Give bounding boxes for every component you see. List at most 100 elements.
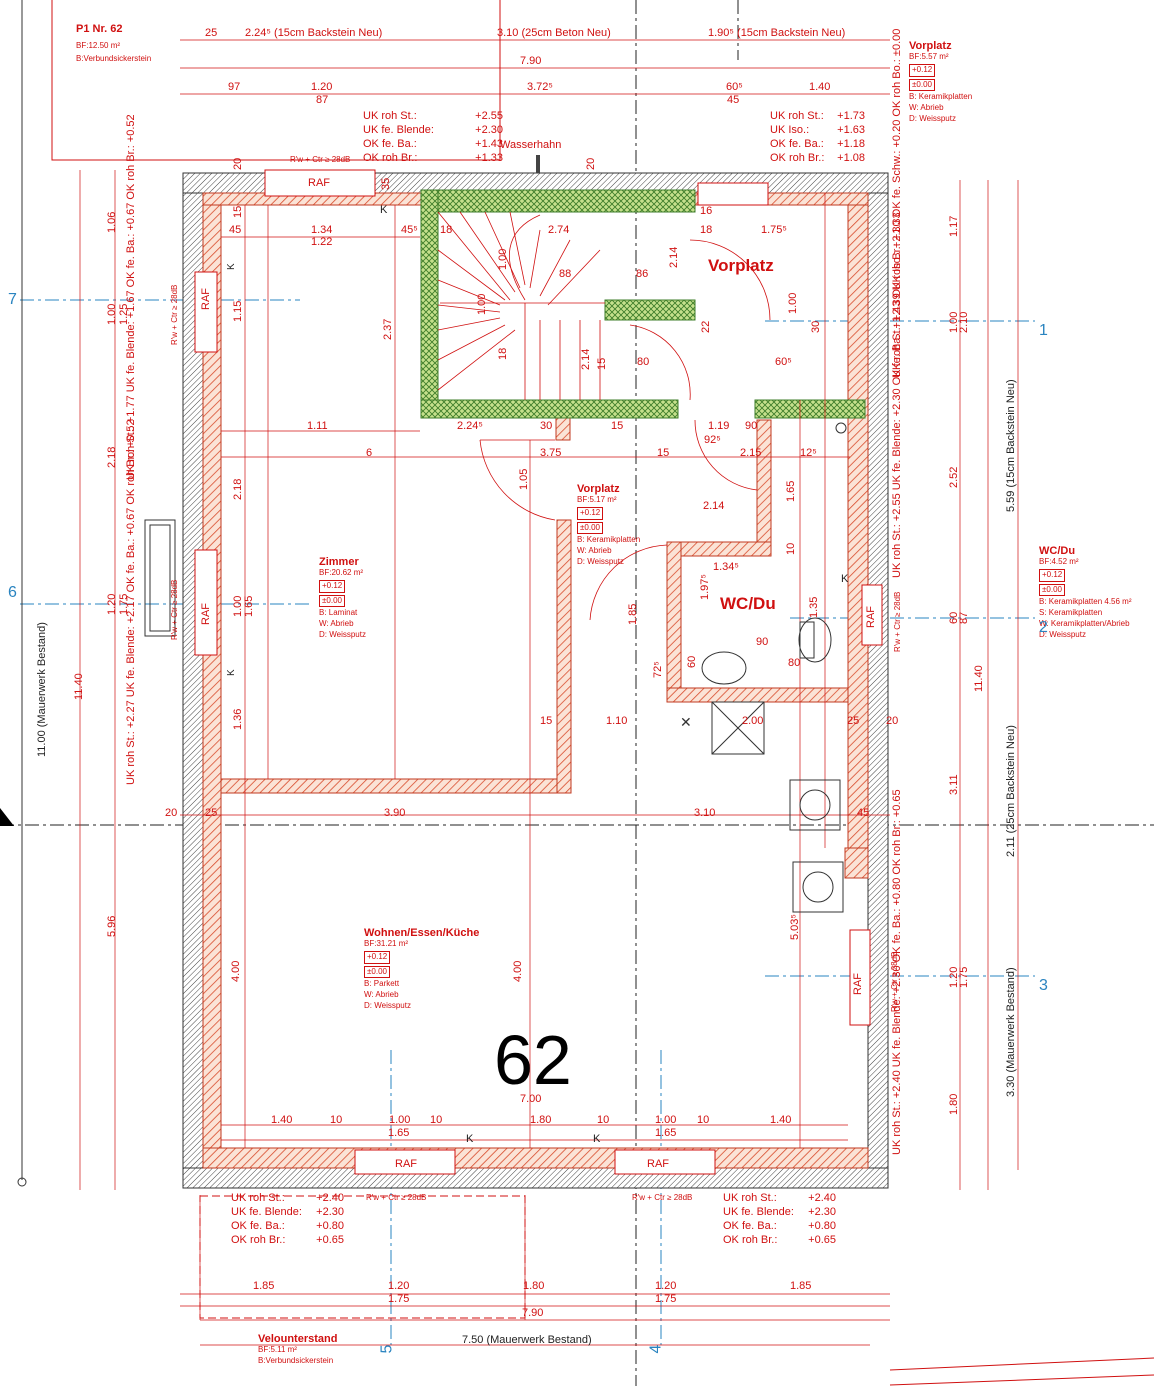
wc-level-top: +0.12 xyxy=(1039,568,1066,582)
dim-bottom-7: 10 xyxy=(697,1114,710,1126)
dim-inner-v21: 1.85 xyxy=(627,603,639,625)
plot-area: BF:12.50 m² xyxy=(76,41,121,50)
dim-bottom2-1: 1.65 xyxy=(655,1127,677,1139)
dim-inner-28: 92⁵ xyxy=(704,434,721,446)
dim-top2-6: 1.40 xyxy=(809,81,831,93)
wc-info: WC/Du BF:4.52 m² +0.12 ±0.00 B: Keramikp… xyxy=(1039,545,1131,641)
wohnen-title: Wohnen/Essen/Küche xyxy=(364,927,480,939)
dim-bottom-4: 1.80 xyxy=(530,1114,552,1126)
dim-velo-total: 7.90 xyxy=(522,1307,544,1319)
raf-label-left-1: RAF xyxy=(200,288,212,310)
dim-top-4: 1.90⁵ (15cm Backstein Neu) xyxy=(708,27,846,39)
vorplatz-mid-floor: B: Keramikplatten xyxy=(577,535,641,545)
dim-right-wall-1: 5.59 (15cm Backstein Neu) xyxy=(1005,379,1017,512)
dim-inner-v20: 1.97⁵ xyxy=(699,574,711,600)
dim-bottom-2: 1.00 xyxy=(389,1114,411,1126)
dim-velo-0: 1.85 xyxy=(253,1280,275,1292)
dim-inner-v23: 60 xyxy=(686,655,698,668)
dim-inner-35: 2.00 xyxy=(742,715,764,727)
dim-inner-v8: 30 xyxy=(810,320,822,333)
zimmer-area: BF:20.62 m² xyxy=(319,568,364,577)
zimmer-info: Zimmer BF:20.62 m² +0.12 ±0.00 B: Lamina… xyxy=(319,556,366,641)
dim-inner-v29: 4.00 xyxy=(512,960,524,982)
vorplatz-mid-level-top: +0.12 xyxy=(577,506,604,520)
dim-inner-31: 90 xyxy=(756,636,769,648)
raf-label-right-2: RAF xyxy=(852,973,864,995)
dim-inner-29: 2.14 xyxy=(703,500,725,512)
dim-inner-21: 1.19 xyxy=(708,420,730,432)
dim-inner-v34: 1.65 xyxy=(243,595,255,617)
raf-label-bottom-right: RAF xyxy=(647,1158,669,1170)
svg-text:✕: ✕ xyxy=(680,714,692,730)
dim-velo-mauer: 7.50 (Mauerwerk Bestand) xyxy=(462,1334,592,1346)
dim-inner-33: 1.10 xyxy=(606,715,628,727)
dim-inner-0: 1.34 xyxy=(311,224,333,236)
vorplatz-top-area: BF:5.57 m² xyxy=(909,52,949,61)
dim-top-2: 2.24⁵ (15cm Backstein Neu) xyxy=(245,27,383,39)
dim-inner-3: 45⁵ xyxy=(401,224,418,236)
dim-inner-v18: 10 xyxy=(785,542,797,555)
wohnen-ceiling: D: Weissputz xyxy=(364,1000,411,1010)
axis-label-4: 4 xyxy=(647,1344,665,1354)
wc-room-label: WC/Du xyxy=(720,594,776,613)
dim-inner-v28: 4.00 xyxy=(230,960,242,982)
raf-label-left-2: RAF xyxy=(200,603,212,625)
dim-right-2: 2.10 xyxy=(958,311,970,333)
dim-left-3: 1.25 xyxy=(118,303,130,325)
dim-inner-v3: 18 xyxy=(497,347,509,360)
dim-top2-2: 87 xyxy=(316,94,329,106)
rw-label-left-2: R'w + Ctr ≥ 28dB xyxy=(170,579,179,640)
dim-inner-25: 15 xyxy=(657,447,670,459)
dim-bottom-5: 10 xyxy=(597,1114,610,1126)
dim-inner-18: 2.24⁵ xyxy=(457,420,483,432)
vorplatz-mid-area: BF:5.17 m² xyxy=(577,495,617,504)
velo-surface: B:Verbundsickerstein xyxy=(258,1355,334,1365)
velo-title: Velounterstand xyxy=(258,1333,338,1345)
dim-bottom-0: 1.40 xyxy=(271,1114,293,1126)
k-mark-4: K xyxy=(841,573,849,585)
k-mark-3: K xyxy=(593,1133,601,1145)
levels-bottom-left: UK roh St.:+2.40 UK fe. Blende:+2.30 OK … xyxy=(231,1192,344,1246)
raf-label-right-1: RAF xyxy=(865,606,877,628)
axis-label-2: 2 xyxy=(1039,619,1048,636)
dim-inner-15: 80 xyxy=(637,356,650,368)
dim-inner-20: 15 xyxy=(611,420,624,432)
wc-title: WC/Du xyxy=(1039,545,1076,557)
wc-area: BF:4.52 m² xyxy=(1039,557,1079,566)
vorplatz-top-ceiling: D: Weissputz xyxy=(909,113,956,123)
dim-inner-26: 2.15 xyxy=(740,447,762,459)
dim-inner-24: 3.75 xyxy=(540,447,562,459)
axis-label-3: 3 xyxy=(1039,977,1048,994)
rw-label-top: R'w + Ctr ≥ 28dB xyxy=(290,155,351,164)
dim-bottom-8: 1.40 xyxy=(770,1114,792,1126)
wohnen-level-top: +0.12 xyxy=(364,950,391,964)
vorplatz-top-title: Vorplatz xyxy=(909,40,952,52)
levels-top-right: UK roh St.:+1.73 UK Iso.:+1.63 OK fe. Ba… xyxy=(770,110,865,164)
wasserhahn-label: Wasserhahn xyxy=(500,139,562,151)
dim-bottom2-0: 1.65 xyxy=(388,1127,410,1139)
velo-area: BF:5.11 m² xyxy=(258,1345,297,1354)
dim-inner-40: 20 xyxy=(165,807,178,819)
raf-label-top: RAF xyxy=(308,177,330,189)
dim-inner-32: 80 xyxy=(788,657,801,669)
dim-inner-v16: 2.14 xyxy=(580,348,592,370)
dim-top2-0: 97 xyxy=(228,81,241,93)
unit-number: 62 xyxy=(494,1021,572,1099)
dim-bottom-1: 10 xyxy=(330,1114,343,1126)
k-mark-1: K xyxy=(380,204,388,216)
rw-label-bottom-right: R'w + Ctr ≥ 28dB xyxy=(632,1193,693,1202)
dim-inner-42: 45 xyxy=(857,807,870,819)
wc-level-bottom: ±0.00 xyxy=(1039,583,1065,597)
dim-inner-v19: 1.35 xyxy=(808,596,820,618)
zimmer-floor: B: Laminat xyxy=(319,608,358,618)
dim-inner-6: 16 xyxy=(700,205,713,217)
axis-label-7: 7 xyxy=(8,291,17,308)
vorplatz-mid-level-bottom: ±0.00 xyxy=(577,521,603,535)
vorplatz-top-info: Vorplatz BF:5.57 m² +0.12 ±0.00 B: Keram… xyxy=(909,40,972,125)
wc-ceiling: D: Weissputz xyxy=(1039,629,1086,639)
dim-left-5: 1.20 xyxy=(106,593,118,615)
dim-right-wall-2: 2.11 (25cm Backstein Neu) xyxy=(1005,725,1017,857)
dim-right-0: 1.17 xyxy=(948,215,960,237)
vorplatz-mid-title: Vorplatz xyxy=(577,483,620,495)
